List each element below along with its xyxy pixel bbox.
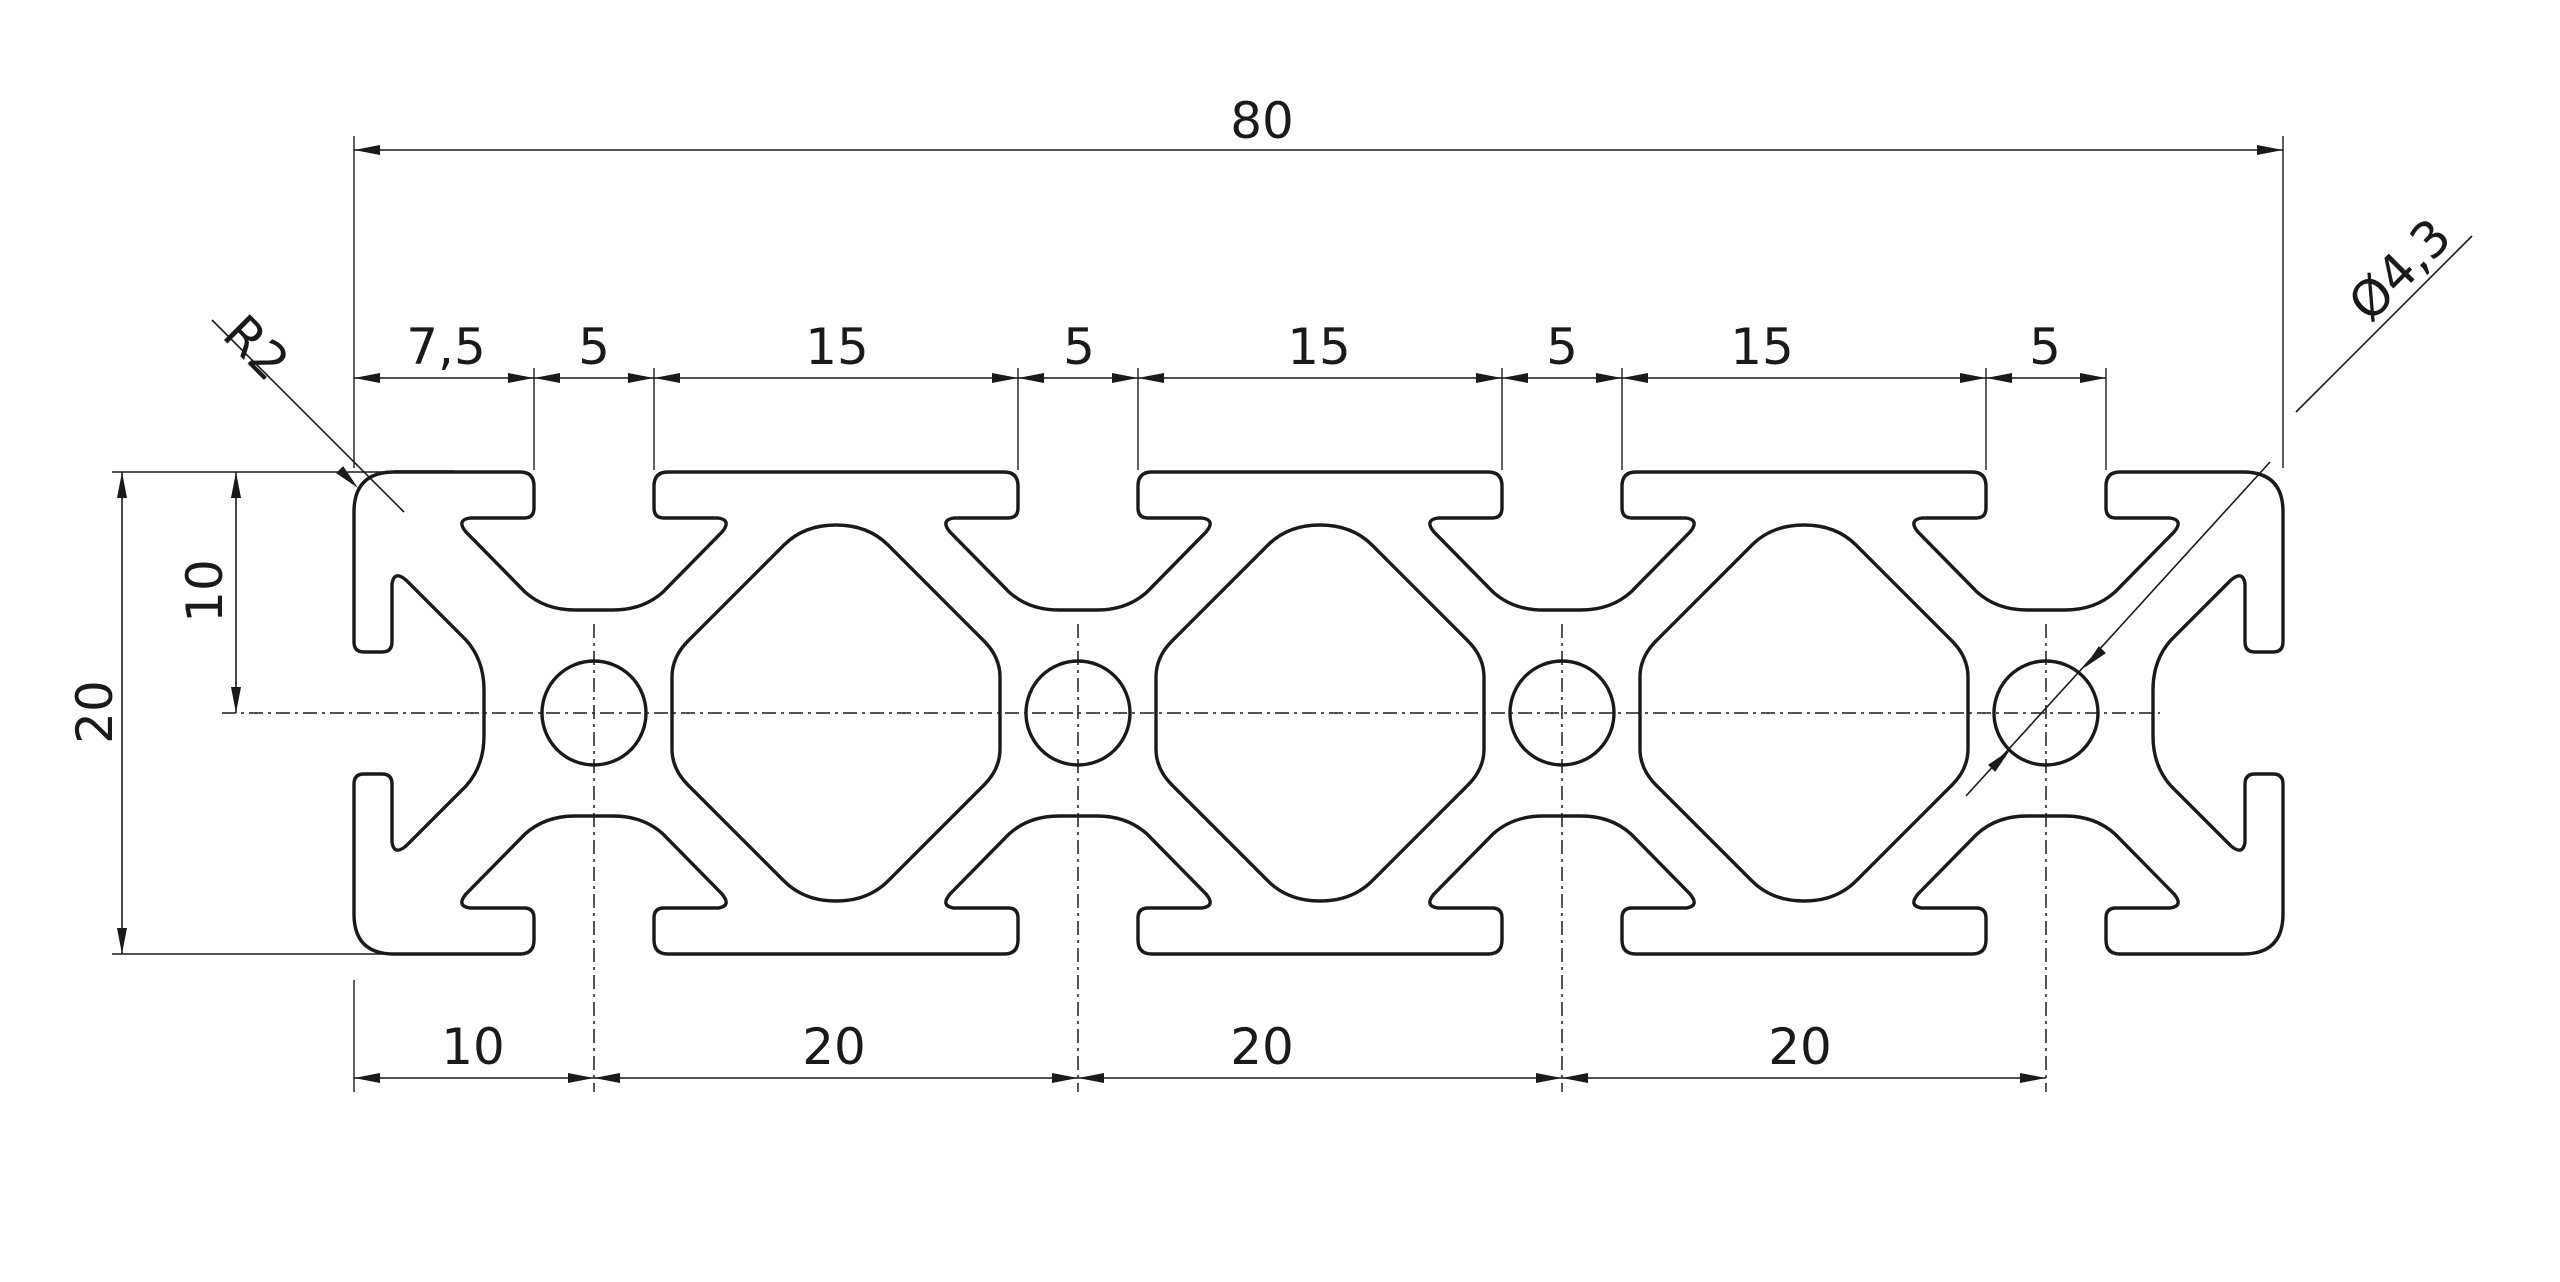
dim-overall-width: 80	[1230, 92, 1294, 150]
dim-line-half-height-arrow-end	[231, 687, 241, 713]
dim-line-bottom-1-arrow-start	[354, 1073, 380, 1083]
dim-half-height: 10	[176, 559, 234, 623]
dim-top-5: 15	[1287, 318, 1351, 376]
dim-line-overall-height-arrow-end	[117, 928, 127, 954]
dim-top-8: 5	[2029, 318, 2061, 376]
dim-line-top-7-arrow-start	[1622, 373, 1648, 383]
dim-line-bottom-4-arrow-start	[1562, 1073, 1588, 1083]
dim-overall-height: 20	[66, 680, 124, 744]
dim-edge-radius: R2	[212, 304, 300, 392]
dim-top-6: 5	[1546, 318, 1578, 376]
dim-top-2: 5	[578, 318, 610, 376]
dim-top-7: 15	[1730, 318, 1794, 376]
dim-line-bottom-1-arrow-end	[568, 1073, 594, 1083]
dim-line-top-8-arrow-end	[2080, 373, 2106, 383]
dim-top-1: 7,5	[406, 318, 486, 376]
dim-bottom-2: 20	[802, 1018, 866, 1076]
dim-line-top-3-arrow-start	[654, 373, 680, 383]
dim-line-bottom-4-arrow-end	[2020, 1073, 2046, 1083]
dim-line-top-5-arrow-start	[1138, 373, 1164, 383]
dim-line-bottom-3-arrow-end	[1536, 1073, 1562, 1083]
dim-line-top-2-arrow-end	[628, 373, 654, 383]
dim-bottom-1: 10	[441, 1018, 505, 1076]
dim-line-top-7-arrow-end	[1960, 373, 1986, 383]
dim-line-top-6-arrow-start	[1502, 373, 1528, 383]
dim-line-overall-width-arrow-end	[2257, 145, 2283, 155]
radius-arrow	[336, 466, 361, 491]
dim-line-top-1-arrow-end	[508, 373, 534, 383]
dim-line-top-4-arrow-end	[1112, 373, 1138, 383]
dim-top-3: 15	[805, 318, 869, 376]
dim-line-top-5-arrow-end	[1476, 373, 1502, 383]
dim-line-top-8-arrow-start	[1986, 373, 2012, 383]
dim-line-top-3-arrow-end	[992, 373, 1018, 383]
dim-line-bottom-2-arrow-start	[594, 1073, 620, 1083]
dim-line-top-2-arrow-start	[534, 373, 560, 383]
dim-top-4: 5	[1063, 318, 1095, 376]
dim-bottom-3: 20	[1230, 1018, 1294, 1076]
dim-line-overall-width-arrow-start	[354, 145, 380, 155]
dim-line-top-4-arrow-start	[1018, 373, 1044, 383]
dim-hole-diameter: Ø4,3	[2337, 207, 2462, 332]
dim-line-top-1-arrow-start	[354, 373, 380, 383]
dim-line-top-6-arrow-end	[1596, 373, 1622, 383]
dim-bottom-4: 20	[1768, 1018, 1832, 1076]
dim-line-half-height-arrow-start	[231, 472, 241, 498]
dim-line-bottom-3-arrow-start	[1078, 1073, 1104, 1083]
dim-line-bottom-2-arrow-end	[1052, 1073, 1078, 1083]
dim-line-overall-height-arrow-start	[117, 472, 127, 498]
